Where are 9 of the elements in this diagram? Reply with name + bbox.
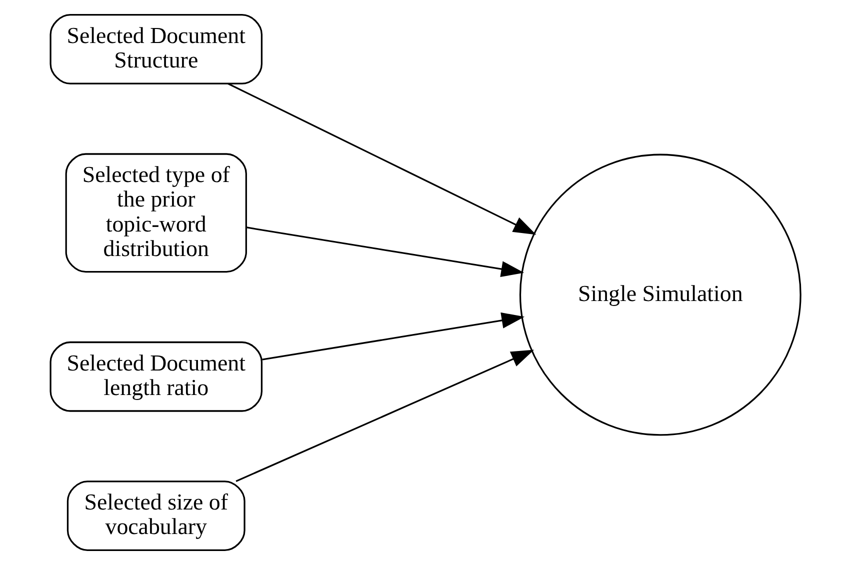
node-box: Selected Document Structure	[49, 14, 262, 84]
node-box: Selected Document length ratio	[49, 341, 262, 412]
arrow	[246, 226, 524, 277]
node-box: Selected size of vocabulary	[66, 480, 245, 551]
arrow	[227, 82, 536, 235]
node-box: Selected type of the prior topic-word distribution	[64, 153, 246, 273]
arrow	[235, 350, 534, 482]
arrow	[262, 312, 524, 360]
node-circle: Single Simulation	[518, 154, 801, 436]
